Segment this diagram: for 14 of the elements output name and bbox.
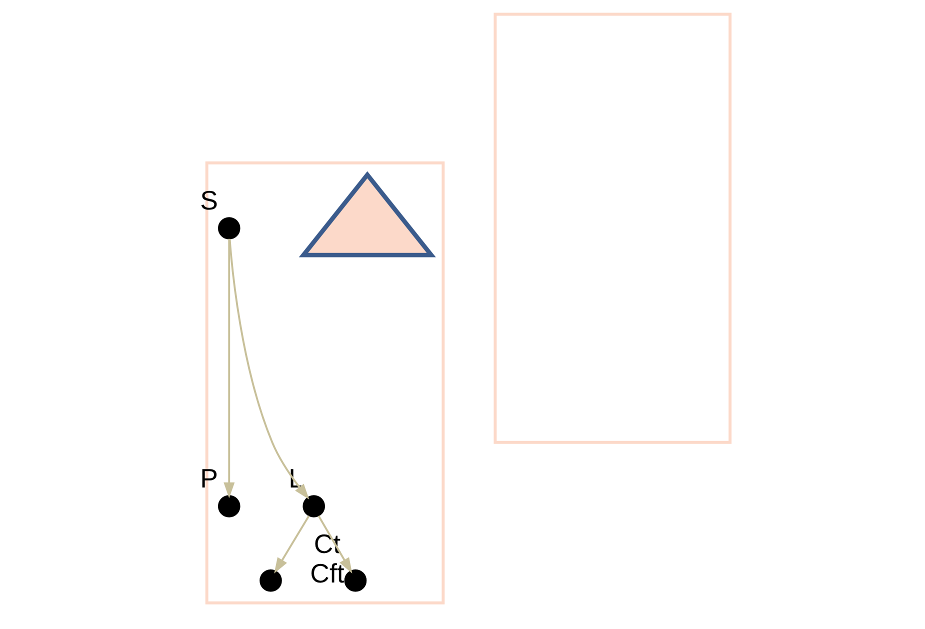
node-label: P [200, 464, 218, 494]
node-label: Cft [310, 558, 344, 589]
arrow [224, 238, 235, 498]
arrow [274, 515, 310, 574]
arrow [318, 515, 352, 574]
node-label: S [200, 186, 218, 216]
arrow [228, 238, 310, 500]
node-circle [260, 569, 282, 592]
node-triangle [298, 171, 436, 258]
node-circle [218, 217, 240, 240]
node-circle [218, 495, 240, 518]
node-circle [302, 495, 325, 518]
node-box [494, 12, 732, 444]
node-circle [344, 569, 367, 592]
